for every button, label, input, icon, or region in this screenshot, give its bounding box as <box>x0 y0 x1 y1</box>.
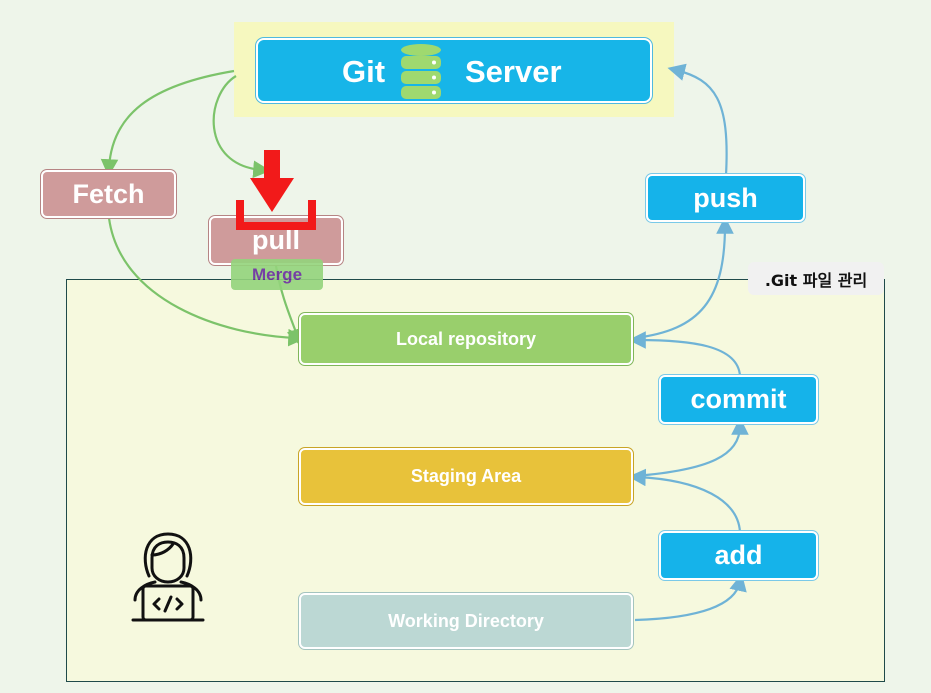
server-label-right: Server <box>465 54 562 89</box>
working-directory-label: Working Directory <box>388 610 544 631</box>
fetch-to-local-arrow <box>107 217 306 347</box>
add-node: add <box>659 531 818 580</box>
pull-label: pull <box>252 225 300 255</box>
working-to-add-arrow <box>634 573 747 622</box>
local-repository-label: Local repository <box>395 328 537 349</box>
push-arrow <box>667 63 728 176</box>
push-label: push <box>693 182 758 213</box>
database-icon <box>401 44 441 99</box>
staging-area-node: Staging Area <box>299 448 633 505</box>
add-label: add <box>714 540 763 570</box>
add-to-staging-arrow <box>628 468 742 533</box>
staging-area-label: Staging Area <box>410 466 522 486</box>
fetch-label: Fetch <box>72 178 145 209</box>
local-repository-node: Local repository <box>299 313 633 365</box>
push-node: push <box>646 174 805 222</box>
download-icon <box>236 150 316 230</box>
commit-to-local-arrow <box>628 331 742 377</box>
git-server-node: Git Server <box>256 38 652 103</box>
fetch-node: Fetch <box>41 170 176 218</box>
server-label-left: Git <box>342 54 386 89</box>
commit-label: commit <box>690 384 787 414</box>
merge-label: Merge <box>231 259 323 290</box>
working-directory-node: Working Directory <box>299 593 633 649</box>
local-to-push-arrow <box>634 216 734 340</box>
developer-laptop-icon <box>131 532 205 622</box>
commit-node: commit <box>659 375 818 424</box>
frame-label: .Git 파일 관리 <box>748 262 884 295</box>
pull-arrow <box>212 75 271 179</box>
fetch-arrow <box>100 69 235 177</box>
staging-to-commit-arrow <box>634 417 749 478</box>
